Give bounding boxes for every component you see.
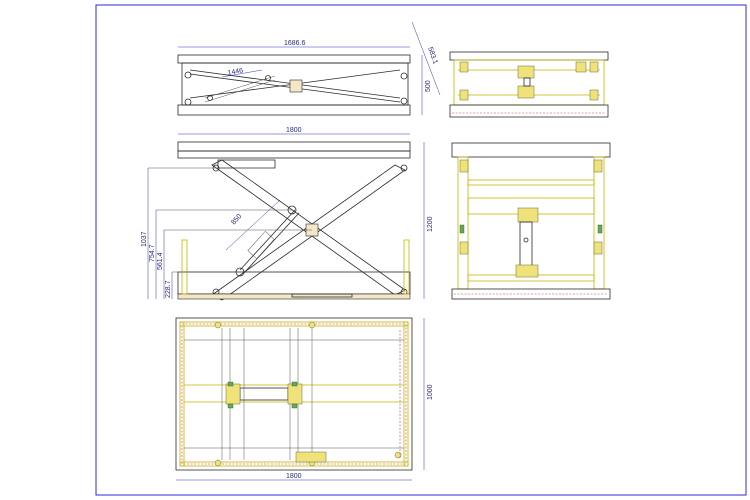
dim-front-height: 1200: [427, 216, 434, 232]
dim-top-inner: 1446: [227, 67, 244, 77]
plan-view: 1000 1800: [175, 317, 434, 481]
end-view-raised: [451, 142, 611, 300]
dim-front-v4: 228.7: [165, 280, 172, 298]
dim-plan-width: 1800: [286, 473, 302, 480]
dim-front-v3: 561.4: [157, 252, 164, 270]
end-view-lowered: [449, 51, 609, 118]
side-view-raised: 1800 1200 1037 754.7 561.4 228.7 850: [141, 127, 434, 301]
side-view-lowered: 1686.6 1446 583.1 500: [177, 21, 441, 116]
dim-top-height: 500: [425, 80, 432, 92]
dim-top-width: 1686.6: [284, 40, 306, 47]
dim-front-v2: 754.7: [149, 244, 156, 262]
drawing-frame: [95, 4, 747, 496]
dim-top-diag: 583.1: [426, 46, 439, 65]
dim-plan-height: 1000: [427, 384, 434, 400]
dim-front-v1: 1037: [141, 231, 148, 247]
dim-front-arm: 850: [230, 213, 243, 226]
dim-front-width: 1800: [286, 127, 302, 134]
